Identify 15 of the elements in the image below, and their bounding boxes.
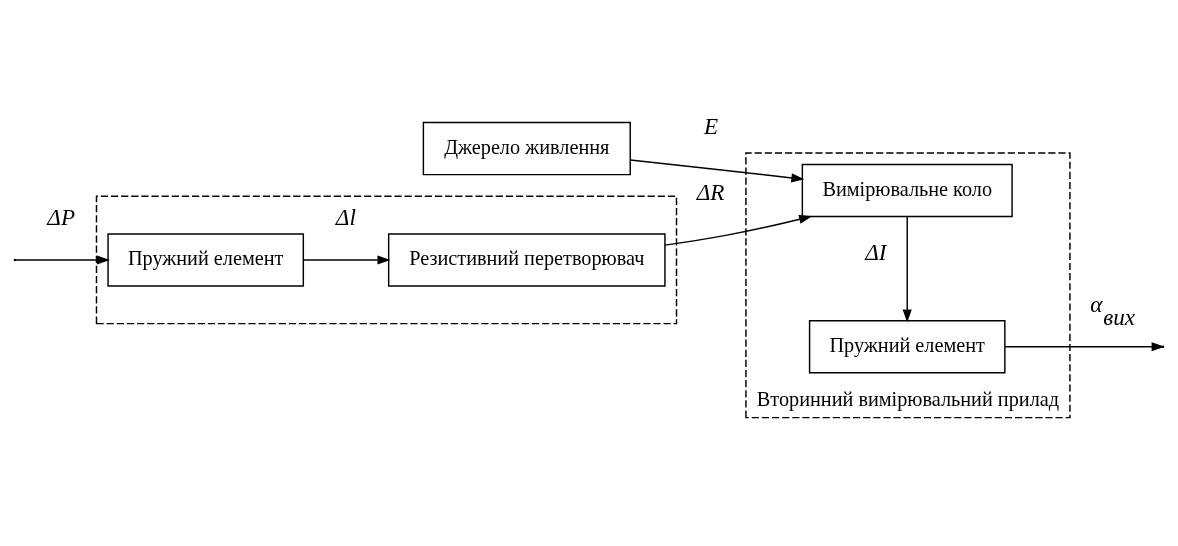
node-box: Джерело живлення [422,121,631,176]
edge-label: E [703,112,719,139]
arrow [664,214,813,246]
node-box: Вимірювальне коло [801,163,1013,218]
node-box: Пружний елемент [107,233,305,287]
arrow [14,255,110,265]
edge-label: ΔI [865,238,887,265]
arrow [302,255,391,265]
edge-label: ΔR [696,179,725,206]
edge-label: ΔP [47,203,76,230]
edge-label: Δl [335,203,356,230]
node-box: Пружний елемент [808,320,1006,374]
arrow [629,159,805,183]
arrow [902,215,912,323]
node-box: Резистивний перетворювач [387,233,666,287]
